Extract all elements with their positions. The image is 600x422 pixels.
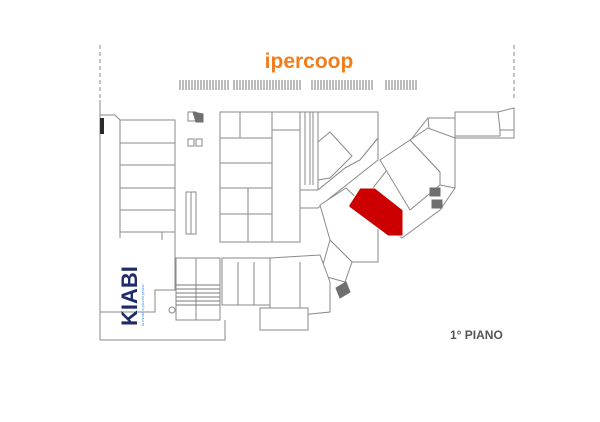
- diagonal-shops-upper[interactable]: [299, 111, 379, 209]
- central-column: [185, 191, 197, 235]
- cart-area-stripes: [179, 80, 417, 90]
- ipercoop-logo-text: ipercoop: [265, 50, 354, 73]
- mall-outline: [99, 45, 515, 341]
- kiabi-tagline: la moda a piccoli prezzi: [140, 284, 145, 326]
- ipercoop-logo[interactable]: ipercoop: [265, 50, 354, 73]
- central-shop-block[interactable]: [219, 111, 301, 243]
- service-nodes: [335, 187, 443, 299]
- kiabi-logo-text: KIABI: [117, 266, 142, 326]
- floor-label: 1° PIANO: [450, 328, 503, 342]
- kiabi-store[interactable]: KIABI la moda a piccoli prezzi: [99, 114, 176, 326]
- lower-shop-row[interactable]: [221, 254, 331, 331]
- highlighted-unit[interactable]: [348, 187, 404, 237]
- highlighted-unit-shape: [348, 187, 404, 237]
- elevator-icons: [187, 111, 204, 147]
- escalators: [168, 257, 221, 321]
